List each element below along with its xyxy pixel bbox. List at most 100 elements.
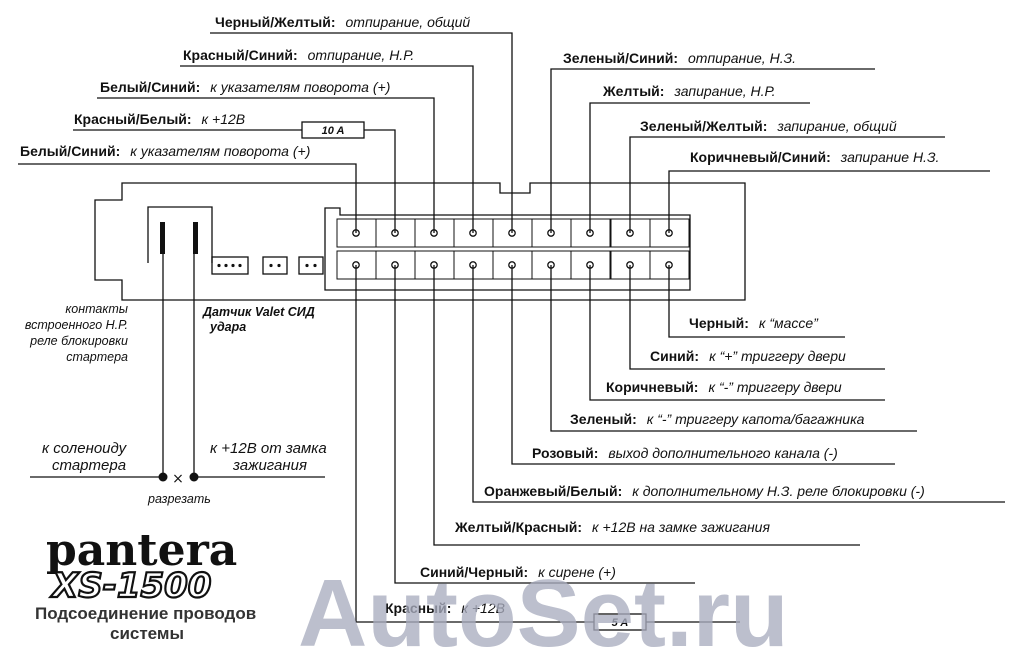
top-wire-2 [180, 65, 474, 233]
relay-note-3: реле блокировки [29, 334, 128, 348]
top-wire-8 [629, 136, 945, 233]
wire-color: Желтый: [602, 83, 664, 99]
bottom-wire-2 [629, 265, 885, 370]
relay-contact-right [193, 222, 198, 254]
top-wire-4 [73, 129, 396, 233]
wire-color: Красный: [385, 600, 451, 616]
wire-color: Белый/Синий: [100, 79, 200, 95]
cut-point-right [189, 472, 199, 482]
bottom-wire-label-1: Черный: к “массе” [689, 315, 819, 331]
top-wire-label-3: Белый/Синий: к указателям поворота (+) [100, 79, 390, 95]
fuse-5a-label: 5 A [612, 617, 629, 629]
wire-function: к +12В [461, 600, 505, 616]
valet-connectors [211, 256, 324, 275]
connector-housing [324, 207, 691, 291]
top-wire-1 [210, 32, 513, 233]
wire-color: Коричневый: [606, 379, 698, 395]
top-wire-label-4: Красный/Белый: к +12В [74, 111, 245, 127]
bottom-wire-3 [589, 265, 885, 401]
cut-mark: × [172, 471, 184, 487]
wire-function: запирание, общий [776, 118, 896, 134]
relay-note-4: стартера [66, 350, 128, 364]
wire-function: отпирание, Н.З. [688, 50, 796, 66]
wire-color: Оранжевый/Белый: [484, 483, 622, 499]
top-wire-label-2: Красный/Синий: отпирание, Н.Р. [183, 47, 414, 63]
top-wire-6 [550, 68, 875, 233]
relay-note-2: встроенного Н.Р. [25, 318, 128, 332]
fuse-10a [301, 121, 365, 139]
relay-contact-left [160, 222, 165, 254]
bottom-wire-label-5: Розовый: выход дополнительного канала (-) [532, 445, 838, 461]
relay-note-1: контакты [65, 302, 128, 316]
wire-color: Коричневый/Синий: [690, 149, 831, 165]
wire-function: к указателям поворота (+) [130, 143, 310, 159]
bottom-wire-4 [550, 265, 917, 432]
wire-color: Зеленый/Синий: [563, 50, 678, 66]
wire-function: к указателям поворота (+) [210, 79, 390, 95]
top-wire-label-1: Черный/Желтый: отпирание, общий [215, 14, 470, 30]
wire-function: к +12В [202, 111, 246, 127]
caption-line-2: системы [110, 624, 184, 643]
sensor-label-1: Датчик Valet СИД [202, 305, 315, 319]
wire-function: запирание Н.З. [840, 149, 940, 165]
top-wire-9 [668, 170, 990, 233]
caption-line-1: Подсоединение проводов [35, 604, 256, 623]
top-wire-5 [18, 163, 357, 233]
top-wire-3 [97, 97, 435, 233]
ignition-note-1: к +12В от замка [210, 440, 327, 457]
watermark: AutoSet.ru [298, 560, 789, 651]
top-wire-label-6: Зеленый/Синий: отпирание, Н.З. [563, 50, 796, 66]
wire-color: Красный/Белый: [74, 111, 192, 127]
cut-note: разрезать [147, 492, 211, 506]
fuse-5a [593, 613, 647, 631]
bottom-wire-label-2: Синий: к “+” триггеру двери [650, 348, 846, 364]
wire-function: к сирене (+) [538, 564, 616, 580]
wire-color: Черный: [689, 315, 749, 331]
wire-color: Зеленый/Желтый: [640, 118, 767, 134]
wire-color: Желтый/Красный: [454, 519, 582, 535]
bottom-wire-1 [668, 265, 845, 338]
wire-function: отпирание, общий [346, 14, 471, 30]
wire-color: Красный/Синий: [183, 47, 298, 63]
bottom-wire-5 [511, 265, 895, 465]
bottom-wire-label-8: Синий/Черный:к сирене (+) [420, 564, 616, 580]
wire-function: к “-” триггеру двери [708, 379, 841, 395]
bottom-wire-label-3: Коричневый: к “-” триггеру двери [606, 379, 842, 395]
bottom-wire-7 [433, 265, 860, 546]
wire-labels: Черный/Желтый: отпирание, общийКрасный/Си… [20, 14, 939, 616]
wire-color: Розовый: [532, 445, 598, 461]
wire-color: Зеленый: [570, 411, 637, 427]
bottom-wire-6 [472, 265, 1005, 503]
wire-function: к +12В на замке зажигания [592, 519, 770, 535]
wire-color: Белый/Синий: [20, 143, 120, 159]
wire-function: к “массе” [759, 315, 819, 331]
top-wire-label-5: Белый/Синий: к указателям поворота (+) [20, 143, 310, 159]
wire-function: к дополнительному Н.З. реле блокировки (… [632, 483, 925, 499]
top-wire-label-8: Зеленый/Желтый: запирание, общий [640, 118, 897, 134]
sensor-label-2: удара [209, 320, 246, 334]
top-wire-label-9: Коричневый/Синий: запирание Н.З. [690, 149, 939, 165]
bottom-wire-8 [394, 265, 695, 584]
model-name: XS-1500 [50, 566, 211, 606]
wire-function: запирание, Н.Р. [673, 83, 775, 99]
solenoid-note-2: стартера [52, 457, 126, 474]
fuse-10a-label: 10 A [322, 125, 345, 137]
bottom-wire-label-7: Желтый/Красный: к +12В на замке зажигания [454, 519, 770, 535]
bottom-wire-label-9: Красный: к +12В [385, 600, 505, 616]
brand-logo: pantera [46, 525, 237, 576]
solenoid-note-1: к соленоиду [42, 440, 128, 457]
wires [18, 32, 1005, 623]
unit-outline [94, 182, 746, 301]
wire-function: к “-” триггеру капота/багажника [647, 411, 865, 427]
wire-function: к “+” триггеру двери [709, 348, 846, 364]
connector-pins [336, 218, 690, 280]
cut-point-left [158, 472, 168, 482]
wire-color: Синий: [650, 348, 699, 364]
top-wire-7 [589, 102, 810, 233]
bottom-wire-label-4: Зеленый: к “-” триггеру капота/багажника [570, 411, 865, 427]
wire-color: Черный/Желтый: [215, 14, 336, 30]
wire-function: выход дополнительного канала (-) [608, 445, 837, 461]
wire-function: отпирание, Н.Р. [308, 47, 415, 63]
